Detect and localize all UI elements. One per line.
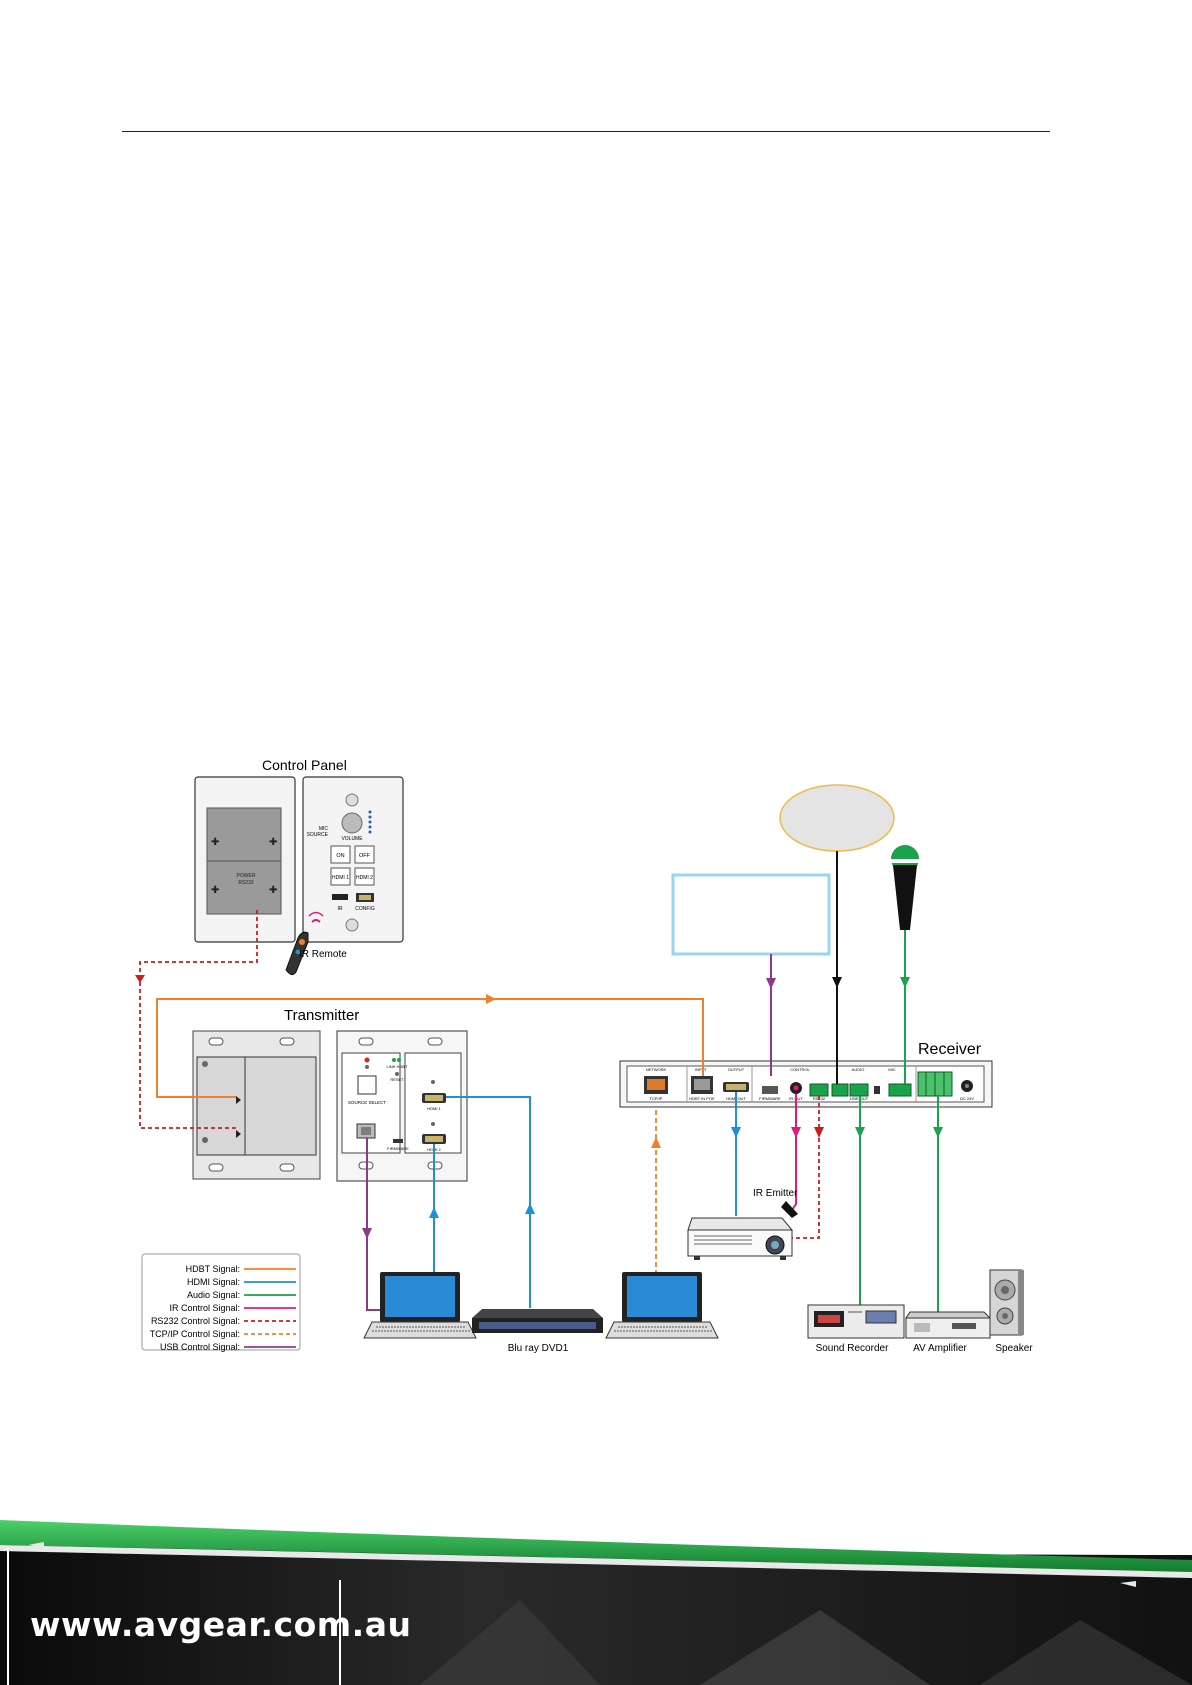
top-screw-icon xyxy=(345,793,359,807)
panel-front-plate xyxy=(302,776,404,943)
legend-label: RS232 Control Signal: xyxy=(151,1316,240,1326)
bottom-screw-icon xyxy=(345,918,359,932)
footer-url[interactable]: www.avgear.com.au xyxy=(30,1605,412,1644)
tx-link-label: LINK HDBT xyxy=(387,1064,408,1069)
rx-mic-label: MIC xyxy=(888,1067,895,1072)
legend-label: HDBT Signal: xyxy=(186,1264,240,1274)
rx-tcpip-label: TCP/IP xyxy=(650,1096,663,1101)
legend: HDBT Signal: HDMI Signal: Audio Signal: IR … xyxy=(141,1253,301,1352)
bluray-label: Blu ray DVD1 xyxy=(508,1343,569,1354)
network-cloud xyxy=(779,784,895,852)
display-screen xyxy=(671,873,831,956)
svg-text:✚: ✚ xyxy=(269,837,277,848)
microphone-icon xyxy=(891,845,919,930)
av-amplifier: AV Amplifier xyxy=(905,1311,992,1354)
panel-off-button[interactable] xyxy=(354,845,375,864)
ir-remote: IR Remote xyxy=(285,911,347,976)
volume-knob-icon[interactable] xyxy=(341,812,363,834)
tx-reset-label: RESET xyxy=(390,1077,404,1082)
rx-hdbt-label: HDBT IN POE xyxy=(689,1096,715,1101)
svg-text:✚: ✚ xyxy=(269,885,277,896)
rx-audio-label: AUDIO xyxy=(852,1067,865,1072)
tx-source-select-label: SOURCE SELECT xyxy=(348,1100,386,1105)
svg-text:✚: ✚ xyxy=(211,885,219,896)
bluray-player: Blu ray DVD1 xyxy=(472,1309,603,1354)
volume-led-icon xyxy=(368,810,372,834)
rx-rs232-terminal-icon xyxy=(809,1083,829,1097)
receiver: Receiver NETWORK TCP/IP INPUT HDBT IN PO… xyxy=(619,1041,993,1108)
config-label: CONFIG xyxy=(355,906,375,912)
sound-recorder-label: Sound Recorder xyxy=(816,1343,889,1354)
rx-firmware-label: FIRMWARE xyxy=(759,1096,781,1101)
tx-hdmi1-label: HDMI 1 xyxy=(427,1106,441,1111)
legend-label: HDMI Signal: xyxy=(187,1277,240,1287)
panel-hdmi1-button[interactable] xyxy=(330,867,351,886)
hdbt-line xyxy=(156,998,704,1098)
source-label: SOURCE xyxy=(307,832,329,838)
rx-control-label: CONTROL xyxy=(790,1067,810,1072)
speaker: Speaker xyxy=(989,1269,1033,1354)
ir-label: IR xyxy=(338,906,343,912)
on-button-label: ON xyxy=(336,853,344,859)
tx-firmware-label: FIRMWARE xyxy=(387,1146,409,1151)
legend-label: USB Control Signal: xyxy=(160,1342,240,1352)
off-button-label: OFF xyxy=(359,853,371,859)
hdmi-bluray-line xyxy=(446,1096,531,1308)
rx-firmware-port-icon xyxy=(762,1086,778,1094)
rx-output-label: OUTPUT xyxy=(728,1067,745,1072)
screw-icon: ✚ ✚ ✚ ✚ xyxy=(211,837,277,896)
svg-text:✚: ✚ xyxy=(211,837,219,848)
cable-plug-icon xyxy=(28,1542,44,1548)
ir-emitter-label: IR Emitter xyxy=(753,1188,798,1199)
rx-dc-label: DC 24V xyxy=(960,1096,974,1101)
projector xyxy=(687,1217,794,1260)
footer-green-band xyxy=(0,1520,1192,1573)
legend-label: IR Control Signal: xyxy=(169,1303,240,1313)
mic-label: MIC xyxy=(319,826,329,832)
panel-on-button[interactable] xyxy=(330,845,351,864)
panel-rs232-label: RS232 xyxy=(238,880,254,886)
sound-recorder: Sound Recorder xyxy=(807,1304,905,1354)
rs232-projector-line xyxy=(790,1096,820,1239)
legend-label: Audio Signal: xyxy=(187,1290,240,1300)
receiver-label: Receiver xyxy=(918,1041,982,1058)
ir-window-icon xyxy=(332,894,348,900)
hdmi2-button-label: HDMI 2 xyxy=(356,875,373,881)
rx-network-label: NETWORK xyxy=(646,1067,667,1072)
control-panel-label: Control Panel xyxy=(262,757,347,773)
control-panel: Control Panel ✚ ✚ ✚ ✚ POWER RS232 VOLUME M… xyxy=(194,757,404,943)
rs232-line xyxy=(139,910,258,1129)
rx-mic-terminal-icon xyxy=(888,1083,912,1097)
panel-hdmi2-button[interactable] xyxy=(354,867,375,886)
transmitter-label: Transmitter xyxy=(284,1007,359,1024)
ir-remote-label: IR Remote xyxy=(299,949,347,960)
footer xyxy=(0,1520,1192,1685)
rx-line-out-terminal-icon xyxy=(849,1083,869,1097)
speaker-label: Speaker xyxy=(995,1343,1033,1354)
laptop-1 xyxy=(363,1272,477,1339)
volume-label: VOLUME xyxy=(341,836,363,842)
legend-box xyxy=(141,1253,301,1351)
header-rule xyxy=(122,131,1050,132)
rx-terminal-icon xyxy=(831,1083,849,1097)
ir-emitter-icon xyxy=(781,1201,798,1218)
panel-power-label: POWER xyxy=(237,873,256,879)
laptop-2 xyxy=(605,1272,719,1339)
av-amplifier-label: AV Amplifier xyxy=(913,1343,967,1354)
usb-line xyxy=(366,1138,384,1311)
hdmi1-button-label: HDMI 1 xyxy=(332,875,349,881)
legend-label: TCP/IP Control Signal: xyxy=(150,1329,240,1339)
rx-input-label: INPUT xyxy=(695,1067,708,1072)
tx-source-select-button[interactable] xyxy=(357,1075,377,1095)
ir-wave-icon xyxy=(311,919,321,923)
transmitter: Transmitter SOURCE SELECT LINK HDBT RESE… xyxy=(192,1007,468,1182)
